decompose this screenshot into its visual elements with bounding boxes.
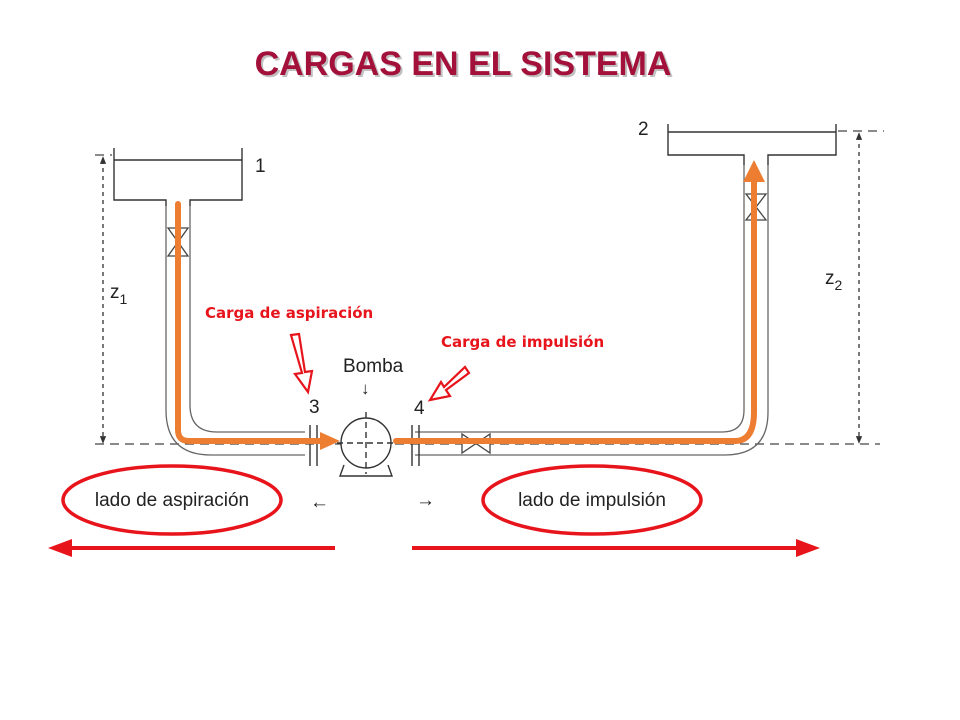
tank-2 (667, 124, 837, 165)
reference-lines (95, 130, 884, 445)
suction-pointer-arrow (289, 332, 314, 395)
pipe-outline (165, 165, 769, 456)
discharge-side-ellipse (481, 464, 703, 536)
point-4-label: 4 (414, 398, 425, 419)
suction-side-ellipse (61, 464, 283, 536)
suction-direction-icon: ← (310, 492, 329, 513)
page-title-shadow: CARGAS EN EL SISTEMA (257, 47, 674, 85)
discharge-side-label: lado de impulsión (518, 490, 666, 511)
flow-path (175, 175, 757, 444)
tank-1 (113, 148, 243, 206)
flow-arrowhead-tank2 (743, 160, 765, 182)
flow-arrowhead-pump (320, 432, 340, 450)
suction-side-label: lado de aspiración (95, 490, 249, 511)
z1-label: z1 (110, 282, 128, 307)
discharge-head-label: Carga de impulsión (441, 333, 604, 351)
discharge-direction-icon: → (416, 490, 435, 511)
flange-3 (309, 425, 318, 466)
tank-2-label: 2 (638, 119, 649, 140)
pump-icon (337, 412, 395, 477)
page-title: CARGAS EN EL SISTEMA (255, 45, 672, 83)
tank-1-label: 1 (255, 156, 266, 177)
point-3-label: 3 (309, 397, 320, 418)
z2-label: z2 (825, 268, 843, 293)
suction-side-arrow (48, 539, 335, 557)
discharge-side-arrow (412, 539, 820, 557)
dimension-z2: z2 (825, 132, 863, 444)
pump-pointer-icon: ↓ (361, 379, 370, 398)
pump-label: Bomba (343, 356, 404, 377)
discharge-pointer-arrow (427, 365, 471, 402)
suction-head-label: Carga de aspiración (205, 304, 373, 322)
dimension-z1: z1 (99, 156, 128, 444)
flange-4 (411, 425, 420, 466)
